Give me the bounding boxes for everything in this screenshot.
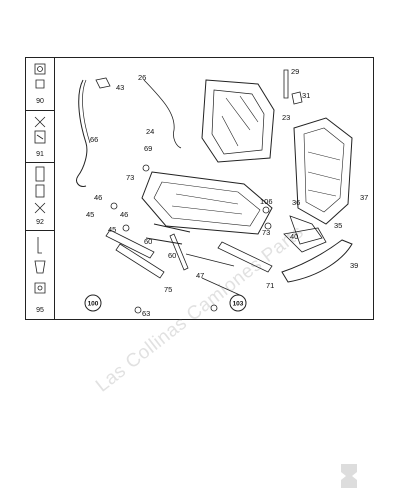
release-cable (143, 79, 182, 149)
part-label: 69 (144, 144, 152, 153)
callout-number: 103 (233, 301, 244, 308)
part-label: 26 (138, 73, 146, 82)
backrest-frame (201, 79, 275, 163)
bolt (110, 202, 118, 210)
watermark-logo-icon (341, 464, 357, 488)
part-label: 45 (86, 210, 94, 219)
part-label: 73 (126, 173, 134, 182)
part-label: 23 (282, 113, 290, 122)
slide-rail (105, 229, 155, 259)
legend-number: 91 (36, 151, 44, 158)
part-label: 47 (196, 271, 204, 280)
headrest-guide (283, 69, 289, 99)
latch-icon (34, 166, 46, 214)
backrest-cushion (293, 117, 353, 225)
part-label: 60 (168, 251, 176, 260)
part-label: 24 (146, 127, 154, 136)
callout-number: 100 (88, 301, 99, 308)
part-label: 71 (266, 281, 274, 290)
callout-circle (84, 294, 102, 312)
part-label: 60 (144, 237, 152, 246)
part-label: 36 (292, 198, 300, 207)
part-label: 37 (360, 193, 368, 202)
part-label: 43 (116, 83, 124, 92)
legend-number: 90 (36, 98, 44, 105)
part-label: 75 (164, 285, 172, 294)
part-label: 106 (260, 197, 273, 206)
buckle-icon (34, 116, 46, 144)
legend-cell-95: 95 (26, 231, 54, 321)
anchor-icon (34, 237, 46, 294)
belt-guide (95, 77, 111, 89)
part-label: 46 (94, 193, 102, 202)
exploded-seat-drawing: 100 103 43 26 29 31 23 66 24 69 73 46 45… (76, 67, 368, 318)
legend-sidebar: 90 91 92 95 (26, 58, 55, 319)
part-label: 63 (142, 309, 150, 318)
part-label: 39 (350, 261, 358, 270)
legend-cell-92: 92 (26, 163, 54, 231)
part-label: 66 (90, 135, 98, 144)
legend-number: 95 (36, 307, 44, 314)
legend-cell-90: 90 (26, 58, 54, 111)
legend-cell-91: 91 (26, 111, 54, 163)
part-label: 29 (291, 67, 299, 76)
legend-number: 92 (36, 219, 44, 226)
part-label: 35 (334, 221, 342, 230)
diagram-frame: 90 91 92 95 (25, 57, 374, 320)
part-label: 45 (108, 225, 116, 234)
seat-base-frame (141, 171, 273, 235)
side-trim (289, 215, 323, 245)
callout-circle (229, 294, 247, 312)
part-label: 46 (120, 210, 128, 219)
seat-belt-strap (76, 79, 88, 187)
seat-cover-panel (281, 239, 353, 283)
part-label: 31 (302, 91, 310, 100)
part-label: 40 (290, 232, 298, 241)
cross-rod (153, 223, 191, 233)
adjuster-knob (291, 91, 303, 105)
part-label: 73 (262, 228, 270, 237)
bracket-icon (34, 63, 46, 89)
